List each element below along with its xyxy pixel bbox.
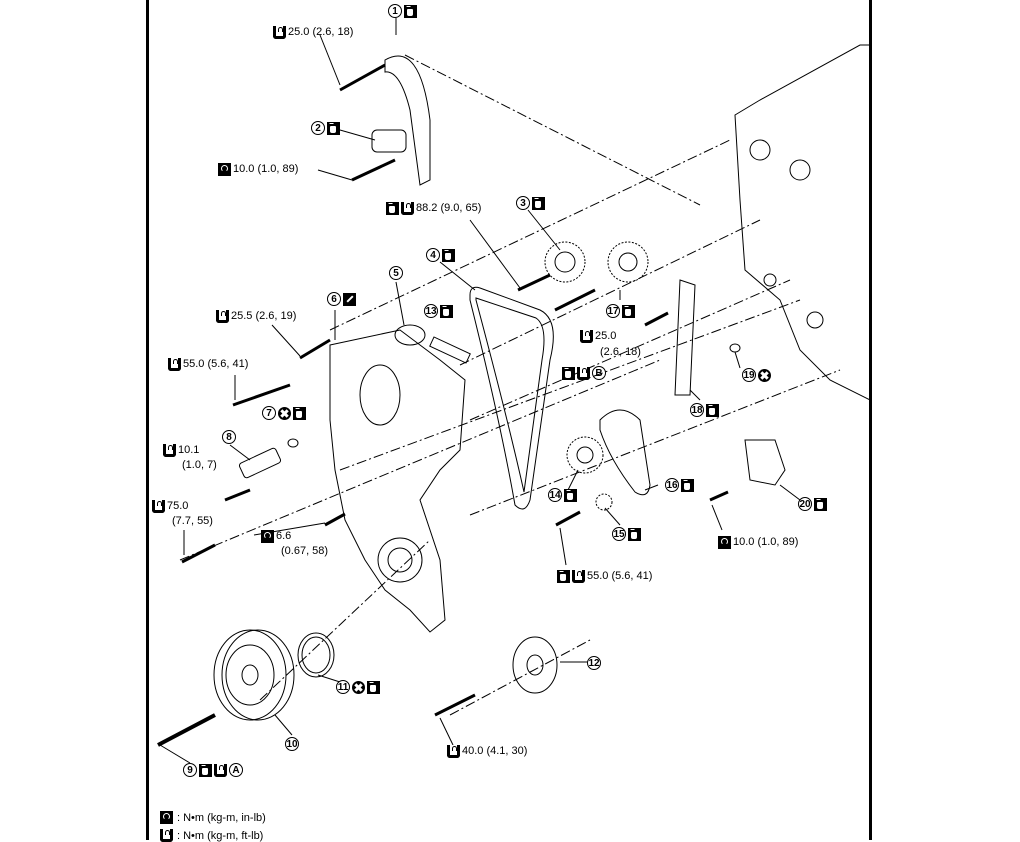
part-13-label: 13 (424, 304, 453, 318)
torque-icon (401, 202, 414, 215)
oil-icon (628, 527, 641, 541)
oil-icon (440, 304, 453, 318)
oil-icon (622, 304, 635, 318)
part-1-label: 1 (388, 4, 417, 18)
part-18-label: 18 (690, 403, 719, 417)
sprockets (544, 241, 649, 511)
part-17-label: 17 (606, 304, 635, 318)
oil-icon (562, 366, 575, 380)
tensioner (238, 447, 282, 479)
torque-label: 25.5 (2.6, 19) (216, 310, 296, 323)
do-not-reuse-icon (278, 406, 291, 420)
leader-lines (159, 18, 801, 764)
torque-ft-icon (160, 829, 173, 842)
oil-icon (532, 196, 545, 210)
oil-icon (557, 570, 570, 583)
torque-icon (447, 745, 460, 758)
alignment-lines (179, 54, 841, 716)
part-3-label: 3 (516, 196, 545, 210)
do-not-reuse-icon (758, 368, 771, 382)
chain-tensioner (371, 129, 407, 153)
idler-pulley (512, 636, 558, 694)
torque-label: 75.0 (152, 500, 188, 513)
part-number: 1 (388, 4, 402, 18)
part-4-label: 4 (426, 248, 455, 262)
torque-label: 55.0 (5.6, 41) (557, 570, 652, 583)
balancer-chain (599, 409, 651, 496)
torque-in-icon (718, 536, 731, 549)
torque-icon (273, 26, 286, 39)
torque-label-b: B (562, 366, 606, 380)
diagram-frame (146, 0, 872, 840)
chain-guide-upper (384, 55, 431, 186)
torque-label: 10.0 (1.0, 89) (718, 536, 798, 549)
torque-icon (152, 500, 165, 513)
torque-icon (572, 570, 585, 583)
oil-icon (199, 763, 212, 777)
torque-in-icon (160, 811, 173, 824)
oil-icon (293, 406, 306, 420)
torque-icon (163, 444, 176, 457)
torque-label: 10.0 (1.0, 89) (218, 163, 298, 176)
torque-label-sub: (1.0, 7) (182, 459, 217, 471)
note-b-marker: B (592, 366, 606, 380)
part-5-label: 5 (389, 266, 403, 280)
chain-guide-lower (674, 279, 696, 396)
torque-label: 55.0 (5.6, 41) (168, 358, 248, 371)
torque-icon (580, 330, 593, 343)
torque-icon (214, 763, 227, 777)
part-7-label: 7 (262, 406, 306, 420)
oil-icon (814, 497, 827, 511)
legend-item: : N•m (kg-m, ft-lb) (160, 829, 263, 842)
part-6-label: 6 (327, 292, 356, 306)
bolts (157, 63, 729, 747)
part-19-label: 19 (742, 368, 771, 382)
timing-chain (469, 286, 554, 510)
torque-label: 88.2 (9.0, 65) (386, 202, 481, 215)
part-2-label: 2 (311, 121, 340, 135)
torque-label-sub: (0.67, 58) (281, 545, 329, 557)
slack-guide (429, 336, 471, 364)
oil-filler-cap (394, 324, 426, 346)
torque-label-sub: (2.6, 18) (600, 346, 641, 358)
front-cover (329, 329, 466, 633)
do-not-reuse-icon (352, 680, 365, 694)
torque-label: 25.0 (2.6, 18) (273, 26, 353, 39)
torque-label: 6.6 (261, 530, 291, 543)
note-a-marker: A (229, 763, 243, 777)
torque-label: 40.0 (4.1, 30) (447, 745, 527, 758)
part-11-label: 11 (336, 680, 380, 694)
crank-pulley (213, 629, 295, 721)
torque-icon (168, 358, 181, 371)
bracket (744, 439, 786, 486)
part-10-label: 10 (285, 737, 299, 751)
oil-icon (706, 403, 719, 417)
part-14-label: 14 (548, 488, 577, 502)
oil-icon (564, 488, 577, 502)
torque-label: 10.1 (163, 444, 199, 457)
oil-icon (367, 680, 380, 694)
oil-seal (297, 632, 335, 678)
part-20-label: 20 (798, 497, 827, 511)
oil-icon (442, 248, 455, 262)
part-12-label: 12 (587, 656, 601, 670)
part-15-label: 15 (612, 527, 641, 541)
oil-icon (327, 121, 340, 135)
sealant-icon (343, 292, 356, 306)
torque-icon (216, 310, 229, 323)
torque-label: 25.0 (580, 330, 616, 343)
legend-item: : N•m (kg-m, in-lb) (160, 811, 266, 824)
part-8-label: 8 (222, 430, 236, 444)
torque-label-sub: (7.7, 55) (172, 515, 213, 527)
torque-icon (577, 366, 590, 380)
oil-icon (386, 202, 399, 215)
torque-in-icon (261, 530, 274, 543)
oil-icon (681, 478, 694, 492)
oil-icon (404, 4, 417, 18)
torque-in-icon (218, 163, 231, 176)
cylinder-head (734, 44, 871, 401)
part-16-label: 16 (665, 478, 694, 492)
